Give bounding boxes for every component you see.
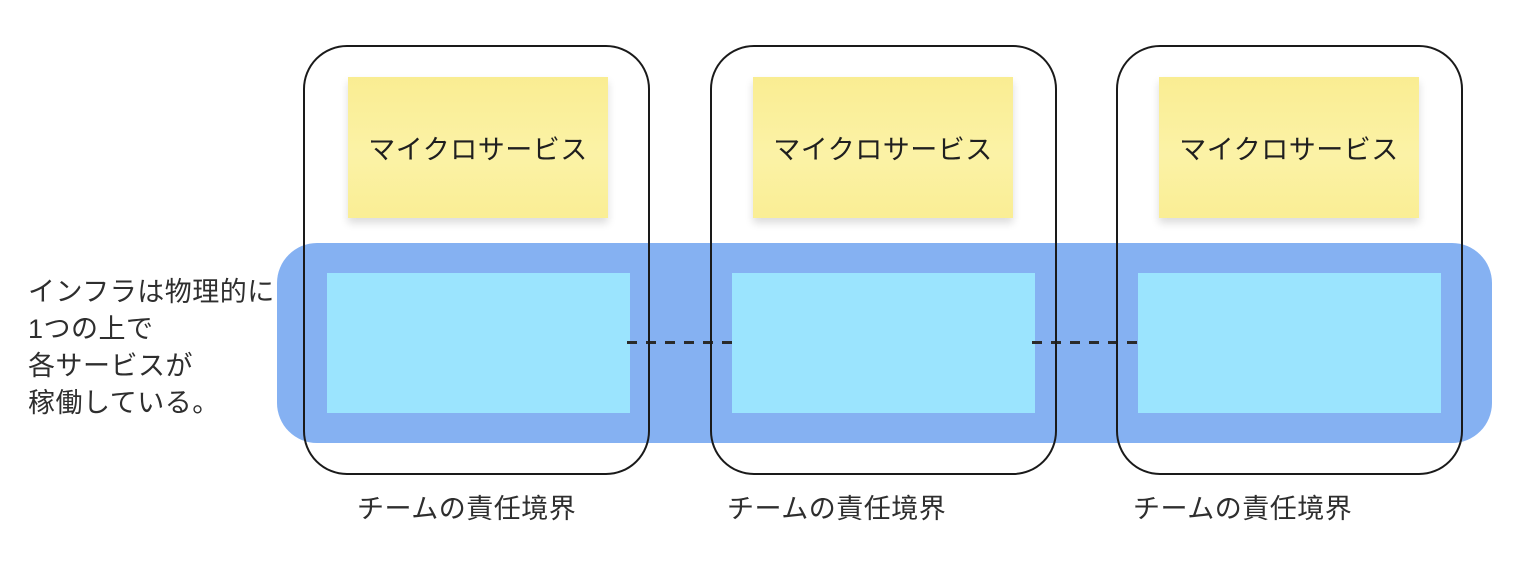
infra-rect-2[interactable] — [732, 273, 1035, 413]
infra-annotation-text[interactable]: インフラは物理的に 1つの上で 各サービスが 稼働している。 — [28, 277, 275, 418]
sticky-note-microservice-1[interactable]: マイクロサービス — [348, 77, 608, 218]
sticky-note-label: マイクロサービス — [368, 135, 588, 165]
team-boundary-label-1[interactable]: チームの責任境界 — [357, 494, 577, 524]
sticky-note-label: マイクロサービス — [773, 135, 993, 165]
sticky-note-microservice-3[interactable]: マイクロサービス — [1159, 77, 1419, 218]
infra-rect-3[interactable] — [1138, 273, 1441, 413]
team-boundary-container-2[interactable] — [710, 45, 1057, 475]
sticky-note-microservice-2[interactable]: マイクロサービス — [753, 77, 1013, 218]
team-boundary-container-3[interactable] — [1116, 45, 1463, 475]
dashed-connector-1[interactable] — [627, 341, 735, 344]
team-boundary-label-2[interactable]: チームの責任境界 — [727, 494, 947, 524]
team-boundary-container-1[interactable] — [303, 45, 650, 475]
team-boundary-label-3[interactable]: チームの責任境界 — [1133, 494, 1353, 524]
sticky-note-label: マイクロサービス — [1179, 135, 1399, 165]
infra-rect-1[interactable] — [327, 273, 630, 413]
dashed-connector-2[interactable] — [1032, 341, 1140, 344]
